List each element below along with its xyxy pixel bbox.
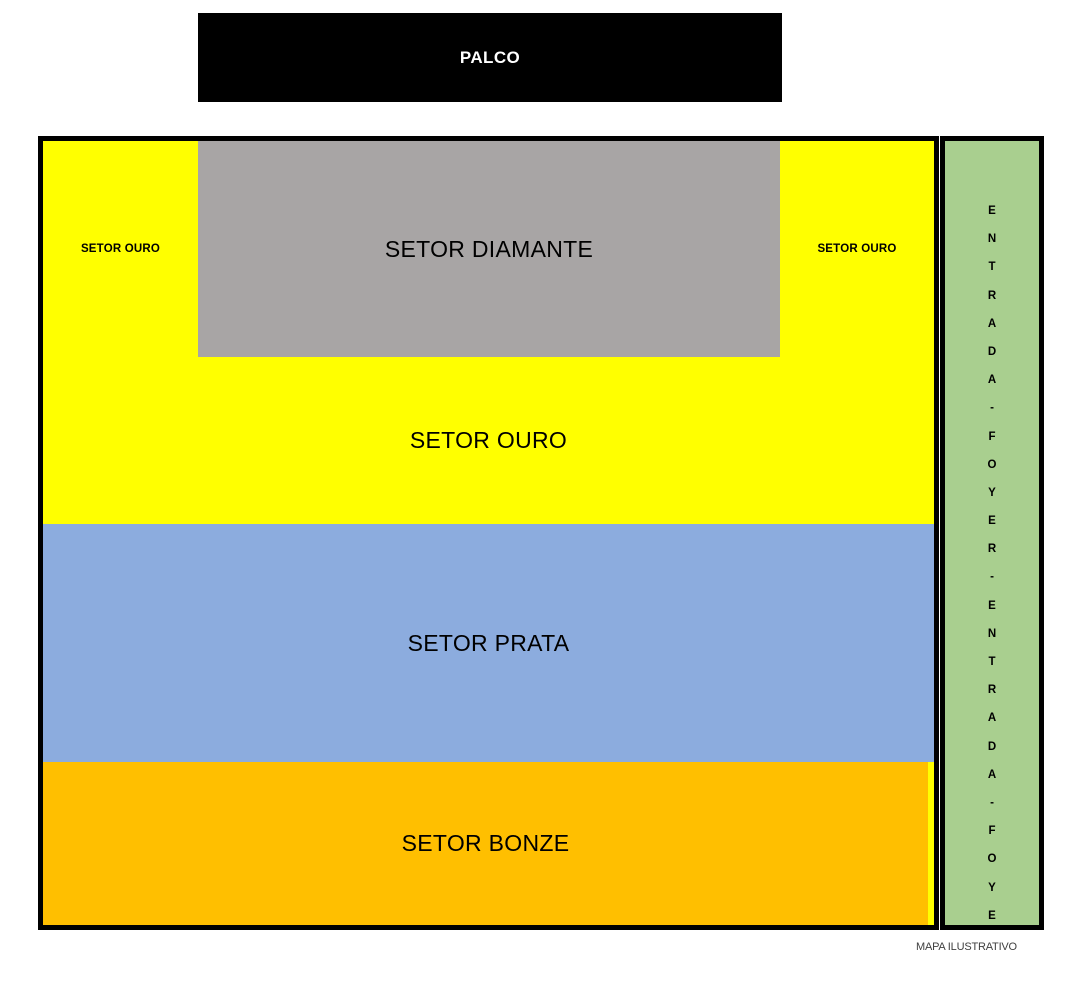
entrance-foyer-letter: N: [987, 627, 997, 640]
entrance-foyer-letter: Y: [988, 881, 996, 894]
stage-palco: PALCO: [198, 13, 782, 102]
entrance-foyer-letter: -: [990, 402, 994, 415]
entrance-foyer-letter: A: [987, 374, 997, 387]
stage-label: PALCO: [459, 47, 521, 67]
entrance-foyer-letter: Y: [988, 486, 996, 499]
sector-ouro-label: SETOR OURO: [409, 427, 568, 453]
entrance-foyer-letter: T: [988, 656, 996, 668]
sector-prata-label: SETOR PRATA: [407, 629, 570, 656]
sector-diamante-label: SETOR DIAMANTE: [384, 235, 594, 262]
entrance-foyer-letter: E: [988, 515, 996, 528]
sector-ouro-left-wing[interactable]: SETOR OURO: [43, 141, 198, 357]
entrance-foyer-letter: -: [990, 571, 994, 584]
entrance-foyer-letter: F: [988, 825, 996, 838]
entrance-foyer-letter: A: [987, 317, 997, 330]
entrance-foyer-letter: E: [988, 205, 996, 217]
entrance-foyer-letter: E: [988, 599, 996, 612]
entrance-foyer-letter: A: [987, 712, 997, 725]
entrance-foyer-letter: D: [987, 740, 997, 753]
sector-ouro-right-wing[interactable]: SETOR OURO: [780, 141, 934, 357]
entrance-foyer-letter: D: [987, 345, 997, 358]
entrance-foyer-letter: E: [988, 909, 996, 922]
entrance-foyer-letter: O: [987, 853, 997, 866]
entrance-foyer-letter: R: [987, 684, 997, 697]
sector-ouro[interactable]: SETOR OURO: [43, 357, 934, 524]
entrance-foyer-letter: R: [987, 543, 997, 556]
seating-map: SETOR OURO SETOR DIAMANTE SETOR OURO SET…: [38, 136, 939, 930]
entrance-foyer-letter: T: [988, 261, 996, 274]
sector-bonze-label: SETOR BONZE: [401, 830, 570, 856]
entrance-foyer-letter: A: [987, 768, 997, 781]
entrance-foyer-letter: R: [987, 289, 997, 302]
sector-bonze[interactable]: SETOR BONZE: [43, 762, 928, 925]
sector-row-diamante: SETOR OURO SETOR DIAMANTE SETOR OURO: [43, 141, 934, 357]
sector-ouro-right-wing-label: SETOR OURO: [817, 243, 897, 255]
map-caption: MAPA ILUSTRATIVO: [916, 941, 1017, 953]
entrance-foyer-letter: F: [988, 430, 996, 443]
entrance-foyer-letter: O: [987, 458, 997, 471]
entrance-foyer-letter: -: [990, 796, 994, 809]
sector-diamante[interactable]: SETOR DIAMANTE: [198, 141, 780, 357]
sector-prata[interactable]: SETOR PRATA: [43, 524, 934, 762]
entrance-foyer-letter: N: [987, 233, 997, 246]
sector-ouro-left-wing-label: SETOR OURO: [80, 243, 161, 255]
